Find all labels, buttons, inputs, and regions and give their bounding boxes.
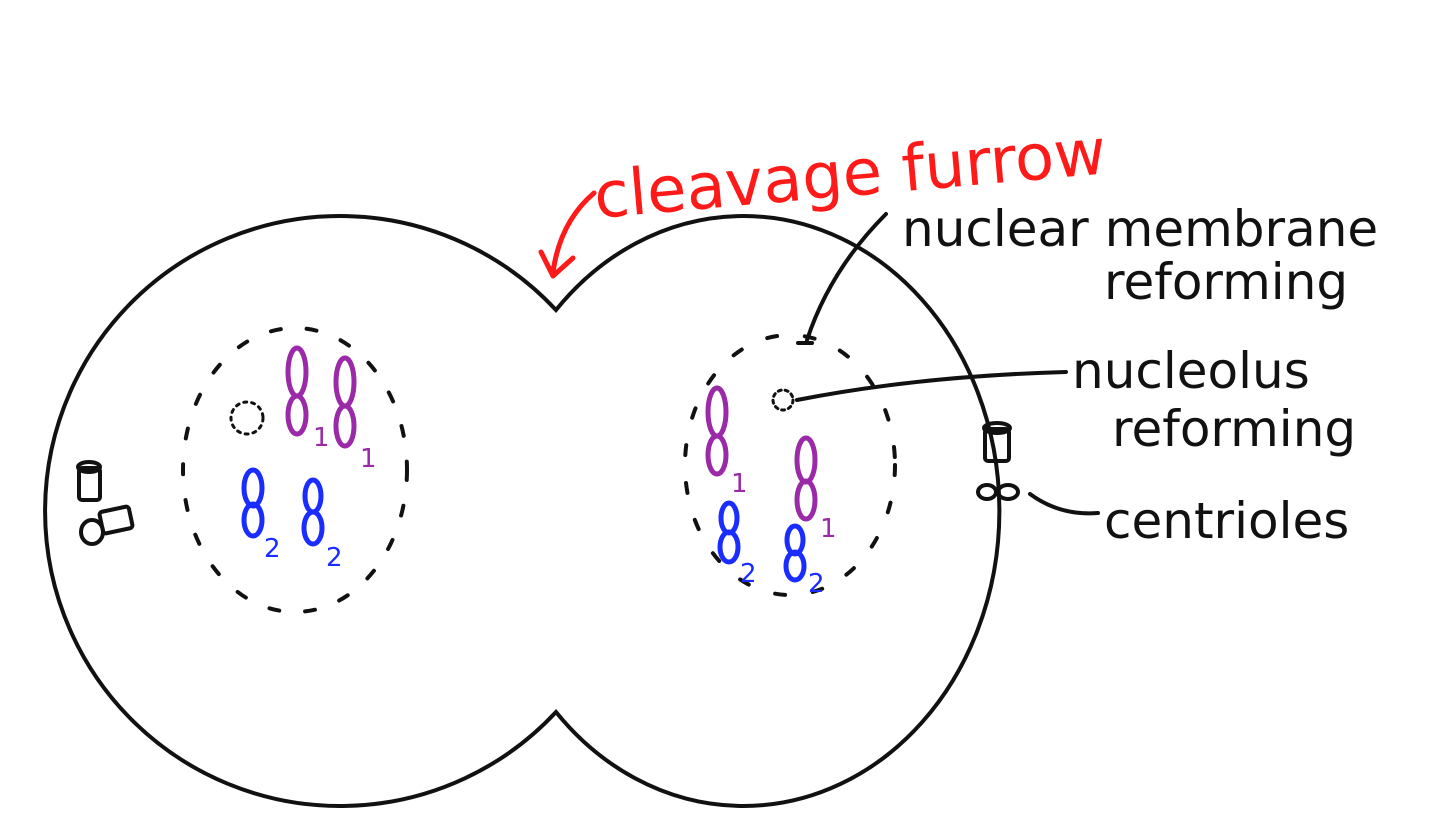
right-chromosome-pair-1a xyxy=(705,385,729,477)
right-chromosome-pair-2a xyxy=(717,500,741,565)
cleavage-furrow-arrowhead xyxy=(538,249,576,279)
right-chromosome-pair-1b xyxy=(794,435,818,522)
right-centrioles xyxy=(976,421,1020,501)
right-chromosome-subscript: 1 xyxy=(820,514,837,544)
left-chromosome-subscript: 2 xyxy=(326,543,343,573)
centrioles-leader-line xyxy=(1028,492,1100,516)
nuclear-membrane-leader-line xyxy=(805,212,888,342)
left-chromosome-pair-2b xyxy=(301,477,325,547)
left-chromosome-pair-2a xyxy=(241,467,265,539)
left-chromosome-subscript: 2 xyxy=(264,534,281,564)
right-chromosome-subscript: 2 xyxy=(808,569,825,599)
left-nucleolus xyxy=(229,400,265,436)
right-nuclear-membrane xyxy=(683,333,897,597)
left-chromosome-pair-1a xyxy=(285,345,309,437)
centrioles-label: centrioles xyxy=(1104,492,1349,550)
nucleolus-label-line1: nucleolus xyxy=(1072,342,1310,400)
cell-membrane xyxy=(43,214,1002,808)
nuclear-membrane-label-line2: reforming xyxy=(1104,253,1348,311)
left-chromosome-pair-1b xyxy=(333,355,357,449)
right-nucleolus xyxy=(771,388,795,412)
right-chromosome-subscript: 1 xyxy=(731,469,748,499)
cleavage-furrow-arrow xyxy=(550,190,597,275)
left-nuclear-membrane xyxy=(181,326,409,614)
right-chromosome-pair-2b xyxy=(783,523,807,583)
nucleolus-leader-line xyxy=(795,370,1068,402)
left-chromosome-subscript: 1 xyxy=(360,444,377,474)
nucleolus-label-line2: reforming xyxy=(1112,400,1356,458)
left-centrioles xyxy=(76,460,135,546)
left-chromosome-subscript: 1 xyxy=(313,423,330,453)
right-chromosome-subscript: 2 xyxy=(740,559,757,589)
nuclear-membrane-label-line1: nuclear membrane xyxy=(902,200,1378,258)
